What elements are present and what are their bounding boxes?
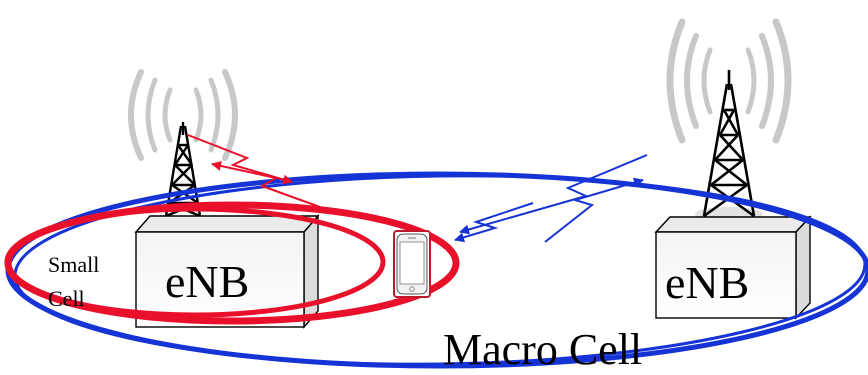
- smartphone-icon: [393, 230, 431, 298]
- small-cell-lightning-link-icon: [187, 134, 321, 208]
- small-tower-signal-icon: [128, 69, 238, 161]
- small-cell-label: Small Cell: [48, 252, 100, 312]
- small-enb-label: eNB: [165, 256, 250, 307]
- macro-enb-label: eNB: [665, 257, 750, 308]
- macro-tower-signal-icon: [666, 18, 792, 144]
- macro-cell-lightning-link-icon: [454, 154, 648, 243]
- macro-cell-label: Macro Cell: [443, 325, 643, 374]
- small-cell-ring: [4, 201, 460, 325]
- macro-enb-box: [654, 215, 812, 320]
